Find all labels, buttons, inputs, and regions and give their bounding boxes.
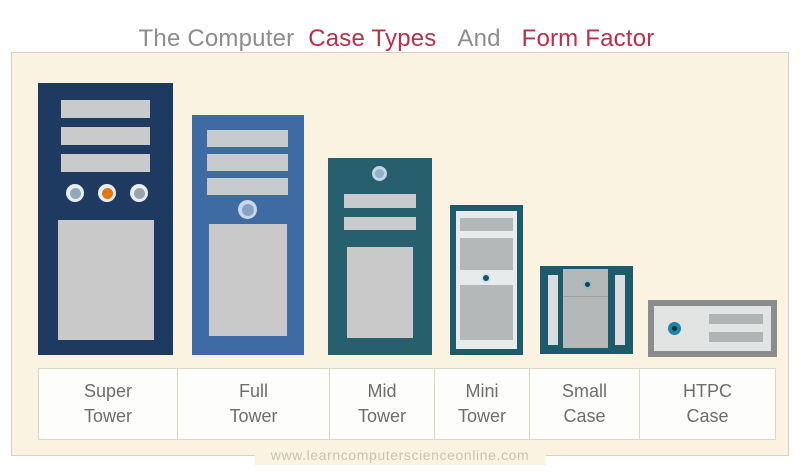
drive-bay-slot <box>61 100 150 118</box>
drive-bay-slot <box>344 217 416 230</box>
label-line: Mid <box>367 381 397 401</box>
title-part-red-2: Form Factor <box>521 25 655 53</box>
title-part-red-1: Case Types <box>308 25 437 53</box>
label-htpc-case: HTPC Case <box>639 368 776 440</box>
button-core <box>69 187 81 199</box>
button-core <box>241 203 254 216</box>
label-line: HTPC <box>683 381 732 401</box>
drive-bay-slot <box>207 130 288 147</box>
drive-bay-slot <box>344 194 416 208</box>
power-button-icon <box>98 184 116 202</box>
front-panel <box>58 220 154 340</box>
watermark: www.learncomputerscienceonline.com <box>254 445 546 465</box>
case-small <box>540 266 633 354</box>
label-line: Tower <box>357 406 406 426</box>
button-core <box>483 275 489 281</box>
drive-bay-slot <box>61 154 150 172</box>
drive-bay-slot <box>709 314 763 324</box>
label-line: Tower <box>457 406 506 426</box>
drive-bay-slot <box>61 127 150 145</box>
button-icon <box>66 184 84 202</box>
front-panel <box>347 247 413 338</box>
page-title: The Computer Case Types And Form Factor <box>0 25 800 53</box>
label-full-tower: Full Tower <box>177 368 330 440</box>
button-icon <box>130 184 148 202</box>
button-core <box>133 187 145 199</box>
button-core <box>672 326 677 331</box>
label-mini-tower: Mini Tower <box>434 368 530 440</box>
drive-bay-slot <box>207 154 288 171</box>
power-button-icon <box>583 280 592 289</box>
front-panel <box>460 238 513 270</box>
label-line: Super <box>83 381 133 401</box>
case-mini-tower <box>450 205 523 355</box>
drive-bay-slot <box>207 178 288 195</box>
label-line: Full <box>238 381 268 401</box>
power-button-icon <box>668 322 681 335</box>
button-core <box>101 187 113 199</box>
power-button-icon <box>481 273 491 283</box>
label-line: Mini <box>465 381 499 401</box>
case-htpc <box>648 300 777 357</box>
title-part-gray-1: The Computer <box>138 25 295 53</box>
label-line: Tower <box>83 406 132 426</box>
front-panel <box>460 285 513 340</box>
button-core <box>375 169 384 178</box>
case-mid-tower <box>328 158 432 355</box>
side-vent <box>615 275 625 345</box>
label-small-case: Small Case <box>529 368 640 440</box>
label-super-tower: Super Tower <box>38 368 178 440</box>
title-part-gray-2: And <box>457 25 501 53</box>
panel-divider <box>563 296 608 297</box>
label-mid-tower: Mid Tower <box>329 368 435 440</box>
side-vent <box>548 275 558 345</box>
label-line: Case <box>686 406 729 426</box>
power-button-icon <box>372 166 387 181</box>
drive-bay-slot <box>709 332 763 342</box>
label-line: Case <box>563 406 606 426</box>
label-line: Tower <box>229 406 278 426</box>
drive-bay-slot <box>460 218 513 231</box>
power-button-icon <box>238 200 257 219</box>
front-panel <box>209 224 287 336</box>
label-line: Small <box>561 381 607 401</box>
case-full-tower <box>192 115 304 355</box>
case-super-tower <box>38 83 173 355</box>
button-core <box>585 282 590 287</box>
